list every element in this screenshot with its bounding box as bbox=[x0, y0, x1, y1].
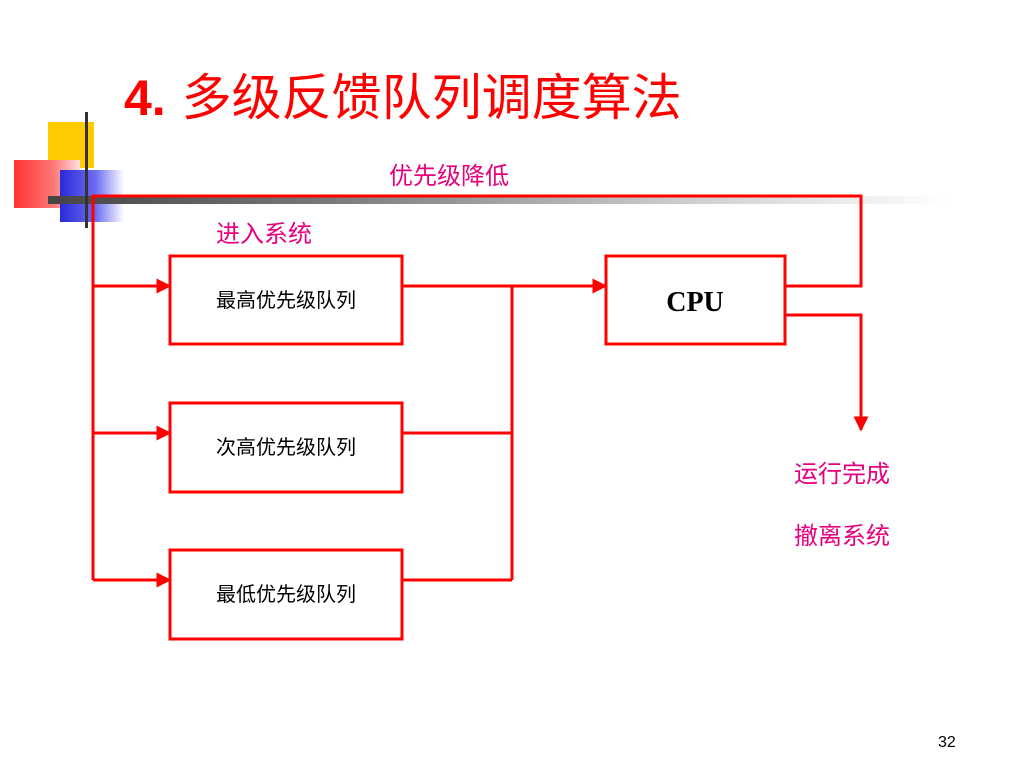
label-enter-system: 进入系统 bbox=[216, 220, 312, 248]
label-run-complete: 运行完成 bbox=[794, 460, 890, 488]
decor-vertical-line bbox=[85, 112, 88, 228]
cpu-box bbox=[604, 254, 787, 346]
slide-title: 4. 多级反馈队列调度算法 bbox=[124, 58, 682, 130]
queue-box-second bbox=[168, 401, 404, 494]
label-exit-system: 撤离系统 bbox=[794, 522, 890, 550]
completion-arrow bbox=[785, 313, 869, 432]
label-priority-lowered: 优先级降低 bbox=[389, 162, 509, 190]
queue-label-lowest: 最低优先级队列 bbox=[216, 582, 356, 606]
queue-label-highest: 最高优先级队列 bbox=[216, 288, 356, 312]
queue-box-lowest bbox=[168, 548, 404, 641]
decor-horizontal-line bbox=[48, 196, 948, 204]
queue-label-second: 次高优先级队列 bbox=[216, 435, 356, 459]
cpu-label: CPU bbox=[666, 287, 724, 318]
page-number: 32 bbox=[938, 734, 956, 751]
feedback-line bbox=[91, 194, 863, 580]
title-number: 4. bbox=[124, 70, 166, 126]
title-text: 多级反馈队列调度算法 bbox=[181, 69, 682, 127]
queue-box-highest bbox=[168, 254, 404, 346]
